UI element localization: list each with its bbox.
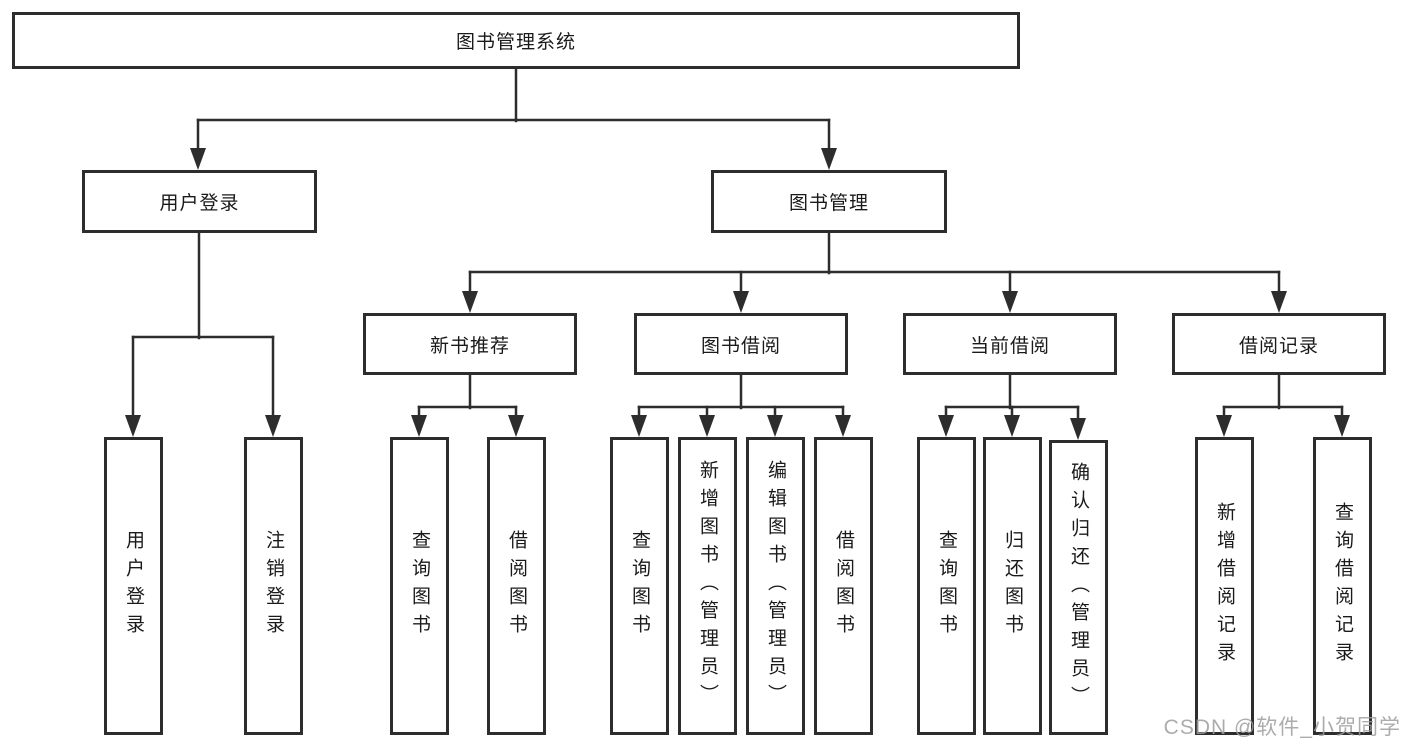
node-leaf-query-borrow-record: 查询借阅记录 [1313,437,1372,735]
node-leaf-logout: 注销登录 [244,437,303,735]
node-label: 借阅图书 [833,530,854,642]
node-borrow-records: 借阅记录 [1172,313,1386,375]
node-leaf-borrow-books-recommend: 借阅图书 [487,437,546,735]
node-leaf-query-books-borrow: 查询图书 [610,437,669,735]
node-label: 当前借阅 [969,335,1050,357]
node-leaf-edit-books-admin: 编辑图书（管理员） [746,437,805,735]
node-label: 查询图书 [409,530,430,642]
node-label: 用户登录 [159,193,240,214]
node-label: 查询图书 [629,530,650,642]
node-label: 查询图书 [936,530,957,642]
node-label: 图书管理 [788,193,869,214]
node-leaf-return-books: 归还图书 [983,437,1042,735]
node-label: 新增借阅记录 [1214,502,1235,670]
node-label: 新书推荐 [429,335,510,357]
watermark: CSDN @软件_小贺同学 [1163,716,1401,739]
node-label: 用户登录 [123,530,144,642]
node-user-login: 用户登录 [82,170,317,233]
node-book-borrow: 图书借阅 [634,313,848,375]
node-root: 图书管理系统 [12,12,1020,69]
node-label: 借阅记录 [1238,335,1319,357]
node-label: 借阅图书 [506,530,527,642]
node-label: 编辑图书（管理员） [765,460,786,712]
node-leaf-query-books-current: 查询图书 [917,437,976,735]
node-leaf-add-books-admin: 新增图书（管理员） [678,437,737,735]
node-leaf-confirm-return-admin: 确认归还（管理员） [1049,440,1108,735]
node-leaf-add-borrow-record: 新增借阅记录 [1195,437,1254,735]
node-label: 注销登录 [263,530,284,642]
node-current-borrow: 当前借阅 [903,313,1117,375]
node-label: 图书管理系统 [455,32,576,53]
node-leaf-borrow-books: 借阅图书 [814,437,873,735]
node-new-book-recommend: 新书推荐 [363,313,577,375]
node-label: 新增图书（管理员） [697,460,718,712]
node-book-management: 图书管理 [711,170,947,233]
node-leaf-user-login: 用户登录 [104,437,163,735]
node-label: 查询借阅记录 [1332,502,1353,670]
node-label: 图书借阅 [700,335,781,357]
node-label: 归还图书 [1002,530,1023,642]
node-leaf-query-books-recommend: 查询图书 [390,437,449,735]
node-label: 确认归还（管理员） [1068,461,1089,714]
